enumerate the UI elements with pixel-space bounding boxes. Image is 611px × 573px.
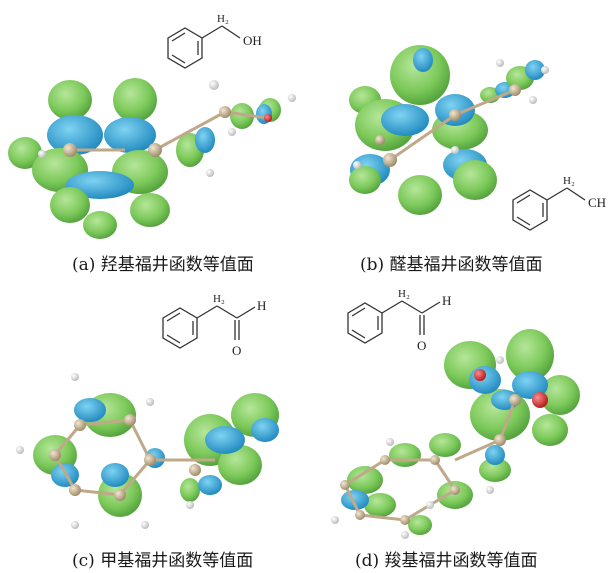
formula-c-h: H bbox=[257, 298, 266, 313]
panel-c: H₂ H O bbox=[0, 280, 305, 573]
formula-d-ch2: H₂ bbox=[398, 288, 410, 300]
panel-c-drawing: H₂ H O bbox=[16, 293, 279, 529]
panel-d: H₂ H O bbox=[305, 280, 611, 573]
formula-d-o: O bbox=[417, 338, 426, 353]
panel-b: H₂ CH bbox=[305, 0, 611, 280]
caption-c: (c) 甲基福井函数等值面 bbox=[72, 551, 254, 571]
panel-d-drawing: H₂ H O bbox=[331, 288, 580, 539]
caption-d: (d) 羧基福井函数等值面 bbox=[355, 551, 538, 571]
isosurface-b bbox=[349, 45, 549, 215]
isosurface-d bbox=[331, 329, 580, 539]
caption-a: (a) 羟基福井函数等值面 bbox=[72, 255, 254, 275]
isosurface-a bbox=[8, 78, 296, 239]
formula-d-h: H bbox=[442, 293, 451, 308]
formula-b-ch2: H₂ bbox=[563, 175, 575, 187]
formula-c bbox=[162, 305, 256, 349]
isosurface-c bbox=[16, 373, 279, 529]
panel-a: H₂ OH bbox=[0, 0, 305, 280]
formula-b bbox=[512, 187, 586, 231]
formula-b-ch: CH bbox=[588, 195, 606, 210]
formula-a-oh: OH bbox=[243, 33, 262, 48]
panel-a-drawing: H₂ OH bbox=[8, 13, 296, 239]
formula-d bbox=[347, 300, 441, 344]
formula-a bbox=[167, 25, 241, 69]
caption-b: (b) 醛基福井函数等值面 bbox=[360, 255, 543, 275]
panel-b-drawing: H₂ CH bbox=[349, 45, 606, 231]
formula-c-o: O bbox=[232, 343, 241, 358]
formula-a-ch2: H₂ bbox=[217, 13, 229, 25]
formula-c-ch2: H₂ bbox=[213, 293, 225, 305]
